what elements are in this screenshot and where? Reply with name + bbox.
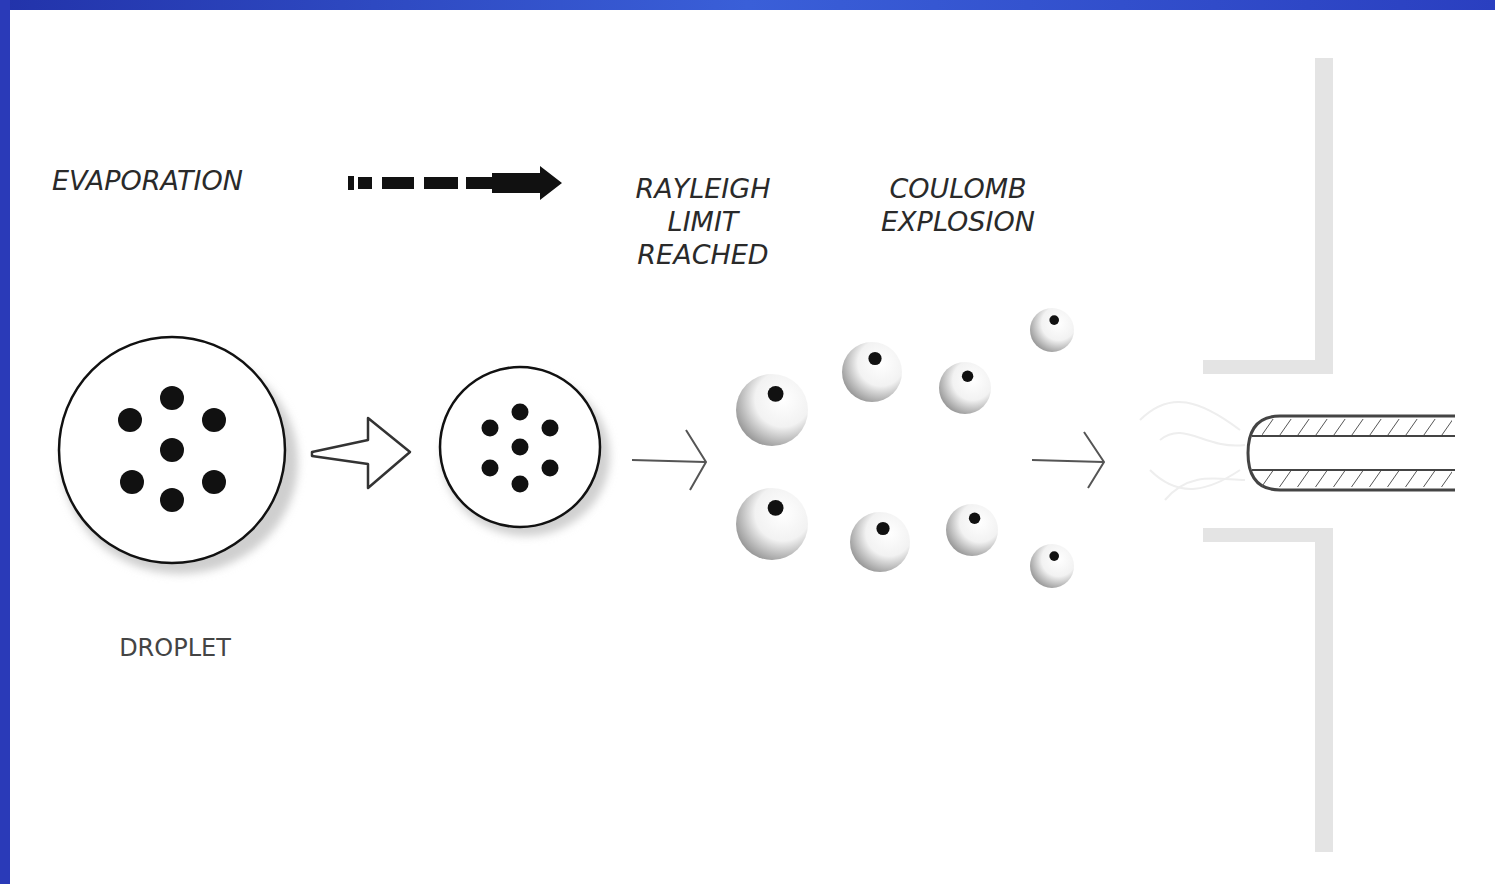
analyte-ion — [768, 386, 784, 402]
charged-droplet — [842, 342, 902, 402]
charged-droplet — [850, 512, 910, 572]
analyte-ion — [1049, 551, 1059, 561]
charged-droplet — [736, 374, 808, 446]
droplet-label: DROPLET — [80, 632, 270, 665]
charged-droplet — [939, 362, 991, 414]
analyte-ion — [962, 371, 973, 382]
analyte-ion — [876, 522, 889, 535]
charged-droplet — [946, 504, 998, 556]
analyte-ion — [969, 513, 980, 524]
charged-droplet — [1030, 308, 1074, 352]
analyte-ion — [1049, 315, 1059, 325]
stage-label: RAYLEIGH LIMIT REACHED — [598, 172, 808, 271]
charged-droplet — [736, 488, 808, 560]
process-label: EVAPORATION — [52, 164, 243, 197]
stage-label: COULOMB EXPLOSION — [838, 172, 1078, 238]
analyte-ion — [868, 352, 881, 365]
analyte-ion — [768, 500, 784, 516]
charged-droplet — [1030, 544, 1074, 588]
